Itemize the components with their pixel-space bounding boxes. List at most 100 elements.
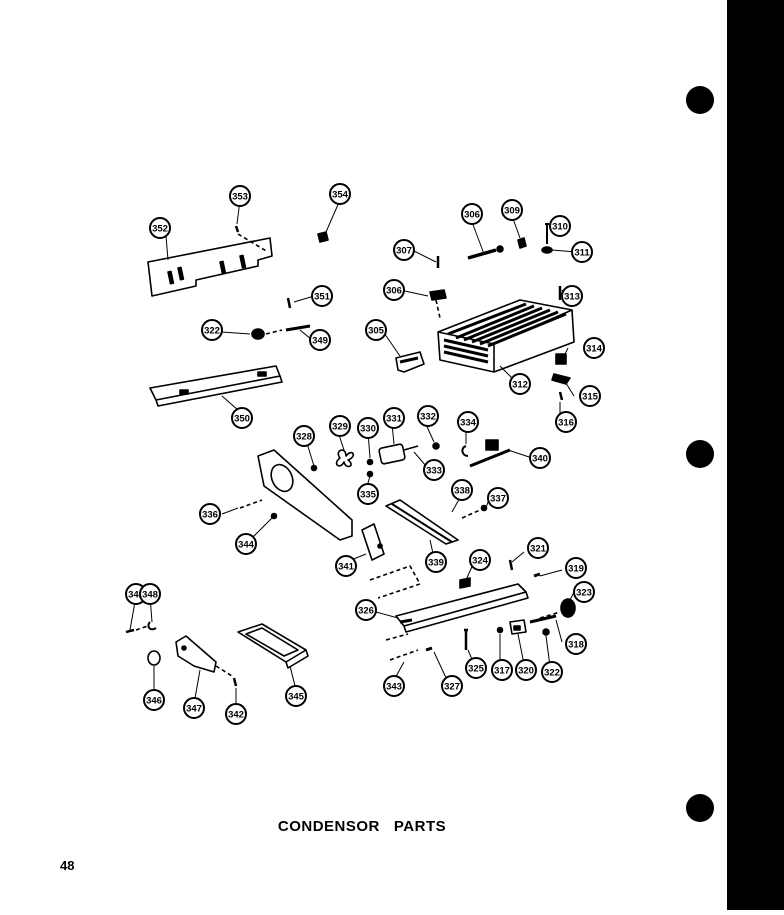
callout-bubble [491, 659, 513, 681]
callout-label: 313 [564, 292, 580, 303]
callout-bubble [425, 551, 447, 573]
callout-label: 351 [314, 292, 331, 303]
callout-339: 339 [425, 551, 447, 573]
callout-319: 319 [565, 557, 587, 579]
callout-label: 318 [568, 640, 584, 651]
callout-label: 311 [574, 248, 590, 259]
part-322-grommet-b [542, 628, 550, 636]
callout-label: 314 [586, 344, 603, 355]
callout-329: 329 [329, 415, 351, 437]
callout-bubble [357, 483, 379, 505]
callout-bubble [231, 407, 253, 429]
callout-label: 327 [444, 682, 460, 693]
callout-label: 329 [332, 422, 348, 433]
callout-bubble [423, 459, 445, 481]
callout-351: 351 [311, 285, 333, 307]
callout-332: 332 [417, 405, 439, 427]
title-word-2: PARTS [393, 818, 447, 835]
callout-bubble [139, 583, 161, 605]
callout-342: 342 [225, 703, 247, 725]
callout-bubble [293, 425, 315, 447]
callout-label: 316 [558, 418, 574, 429]
callout-312: 312 [509, 373, 531, 395]
callout-336: 336 [199, 503, 221, 525]
callout-bubble [571, 241, 593, 263]
part-352-bracket [147, 237, 273, 297]
callout-bubble [565, 633, 587, 655]
part-347-bracket [175, 635, 233, 677]
callout-328: 328 [293, 425, 315, 447]
callout-bubble [383, 675, 405, 697]
callout-label: 306 [464, 210, 480, 221]
part-306-pin [467, 245, 504, 260]
callout-352: 352 [149, 217, 171, 239]
part-342-screw [125, 625, 149, 634]
callout-label: 344 [238, 540, 255, 551]
part-332-screw [432, 442, 440, 450]
callout-bubble [329, 415, 351, 437]
part-328-screw [310, 464, 318, 472]
callout-bubble [383, 407, 405, 429]
part-334-clip [461, 445, 469, 457]
callout-331: 331 [383, 407, 405, 429]
part-344-screw [270, 512, 278, 520]
part-314-spacer [555, 353, 567, 365]
callout-bubble [527, 537, 549, 559]
callout-330: 330 [357, 417, 379, 439]
callout-bubble [417, 405, 439, 427]
part-338-angle-strip [385, 499, 459, 545]
callout-label: 306 [386, 286, 402, 297]
part-351-screw [286, 297, 292, 309]
callout-bubble [201, 319, 223, 341]
page-number: 48 [60, 858, 75, 873]
callout-label: 342 [228, 710, 244, 721]
callout-label: 338 [454, 486, 470, 497]
callout-bubble [335, 555, 357, 577]
part-346-grommet [147, 650, 161, 666]
callout-340: 340 [529, 447, 551, 469]
callout-bubble [143, 689, 165, 711]
callout-bubble [501, 199, 523, 221]
callout-label: 352 [152, 224, 168, 235]
part-312-condenser-coil [437, 299, 575, 373]
part-310-bolt [541, 223, 553, 254]
part-331-fan-motor [378, 443, 419, 465]
part-348-clip [147, 621, 157, 631]
callout-label: 346 [146, 696, 162, 707]
callout-bubble [183, 697, 205, 719]
callout-label: 335 [360, 490, 377, 501]
callout-bubble [149, 217, 171, 239]
callout-label: 340 [532, 454, 548, 465]
callout-bubble [515, 659, 537, 681]
callout-341: 341 [335, 555, 357, 577]
callout-label: 343 [386, 682, 402, 693]
callout-bubble [461, 203, 483, 225]
part-325-bolt [464, 628, 468, 650]
part-336-fan-shroud [239, 449, 353, 541]
callout-label: 307 [396, 246, 412, 257]
callout-345: 345 [285, 685, 307, 707]
part-350-channel [149, 365, 283, 407]
callout-label: 322 [544, 668, 560, 679]
callout-bubble [285, 685, 307, 707]
part-318-axle [529, 614, 557, 624]
callout-bubble [541, 661, 563, 683]
part-330-clip [366, 458, 374, 466]
callout-label: 319 [568, 564, 584, 575]
callout-label: 324 [472, 556, 489, 567]
callout-bubble [579, 385, 601, 407]
callout-bubble [487, 487, 509, 509]
callout-label: 315 [582, 392, 599, 403]
callout-label: 328 [296, 432, 312, 443]
callout-label: 323 [576, 588, 592, 599]
callout-346: 346 [143, 689, 165, 711]
callout-310: 310 [549, 215, 571, 237]
callout-bubble [583, 337, 605, 359]
callout-350: 350 [231, 407, 253, 429]
callout-337: 337 [487, 487, 509, 509]
callout-bubble [509, 373, 531, 395]
callout-label: 305 [368, 326, 385, 337]
callout-325: 325 [465, 657, 487, 679]
